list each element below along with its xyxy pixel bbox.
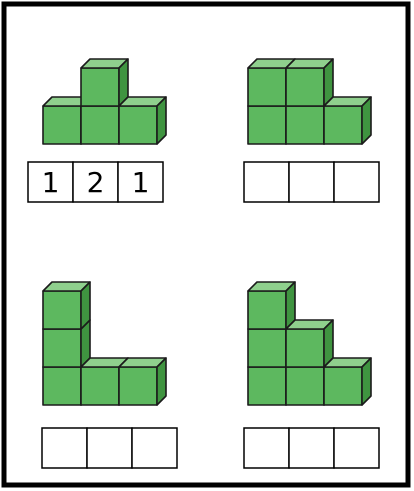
answer-box[interactable] xyxy=(87,428,132,468)
answer-boxes xyxy=(244,162,379,202)
worksheet-frame xyxy=(4,4,408,485)
cube xyxy=(81,59,128,106)
cube xyxy=(286,59,333,106)
answer-boxes xyxy=(244,428,379,468)
cube xyxy=(119,97,166,144)
cube xyxy=(43,282,90,329)
cube xyxy=(324,97,371,144)
cube xyxy=(324,358,371,405)
answer-box[interactable] xyxy=(334,162,379,202)
answer-box[interactable] xyxy=(132,428,177,468)
figure-c xyxy=(42,282,177,468)
answer-box[interactable] xyxy=(42,428,87,468)
figure-d xyxy=(244,282,379,468)
cube xyxy=(119,358,166,405)
answer-boxes xyxy=(42,428,177,468)
answer-box[interactable] xyxy=(289,428,334,468)
answer-box[interactable] xyxy=(244,162,289,202)
answer-box[interactable] xyxy=(289,162,334,202)
figure-b xyxy=(244,59,379,202)
cube xyxy=(286,320,333,367)
answer-box[interactable] xyxy=(334,428,379,468)
answer-box[interactable] xyxy=(244,428,289,468)
answer-value: 2 xyxy=(87,166,105,199)
answer-value: 1 xyxy=(132,166,150,199)
answer-value: 1 xyxy=(42,166,60,199)
cube xyxy=(248,282,295,329)
